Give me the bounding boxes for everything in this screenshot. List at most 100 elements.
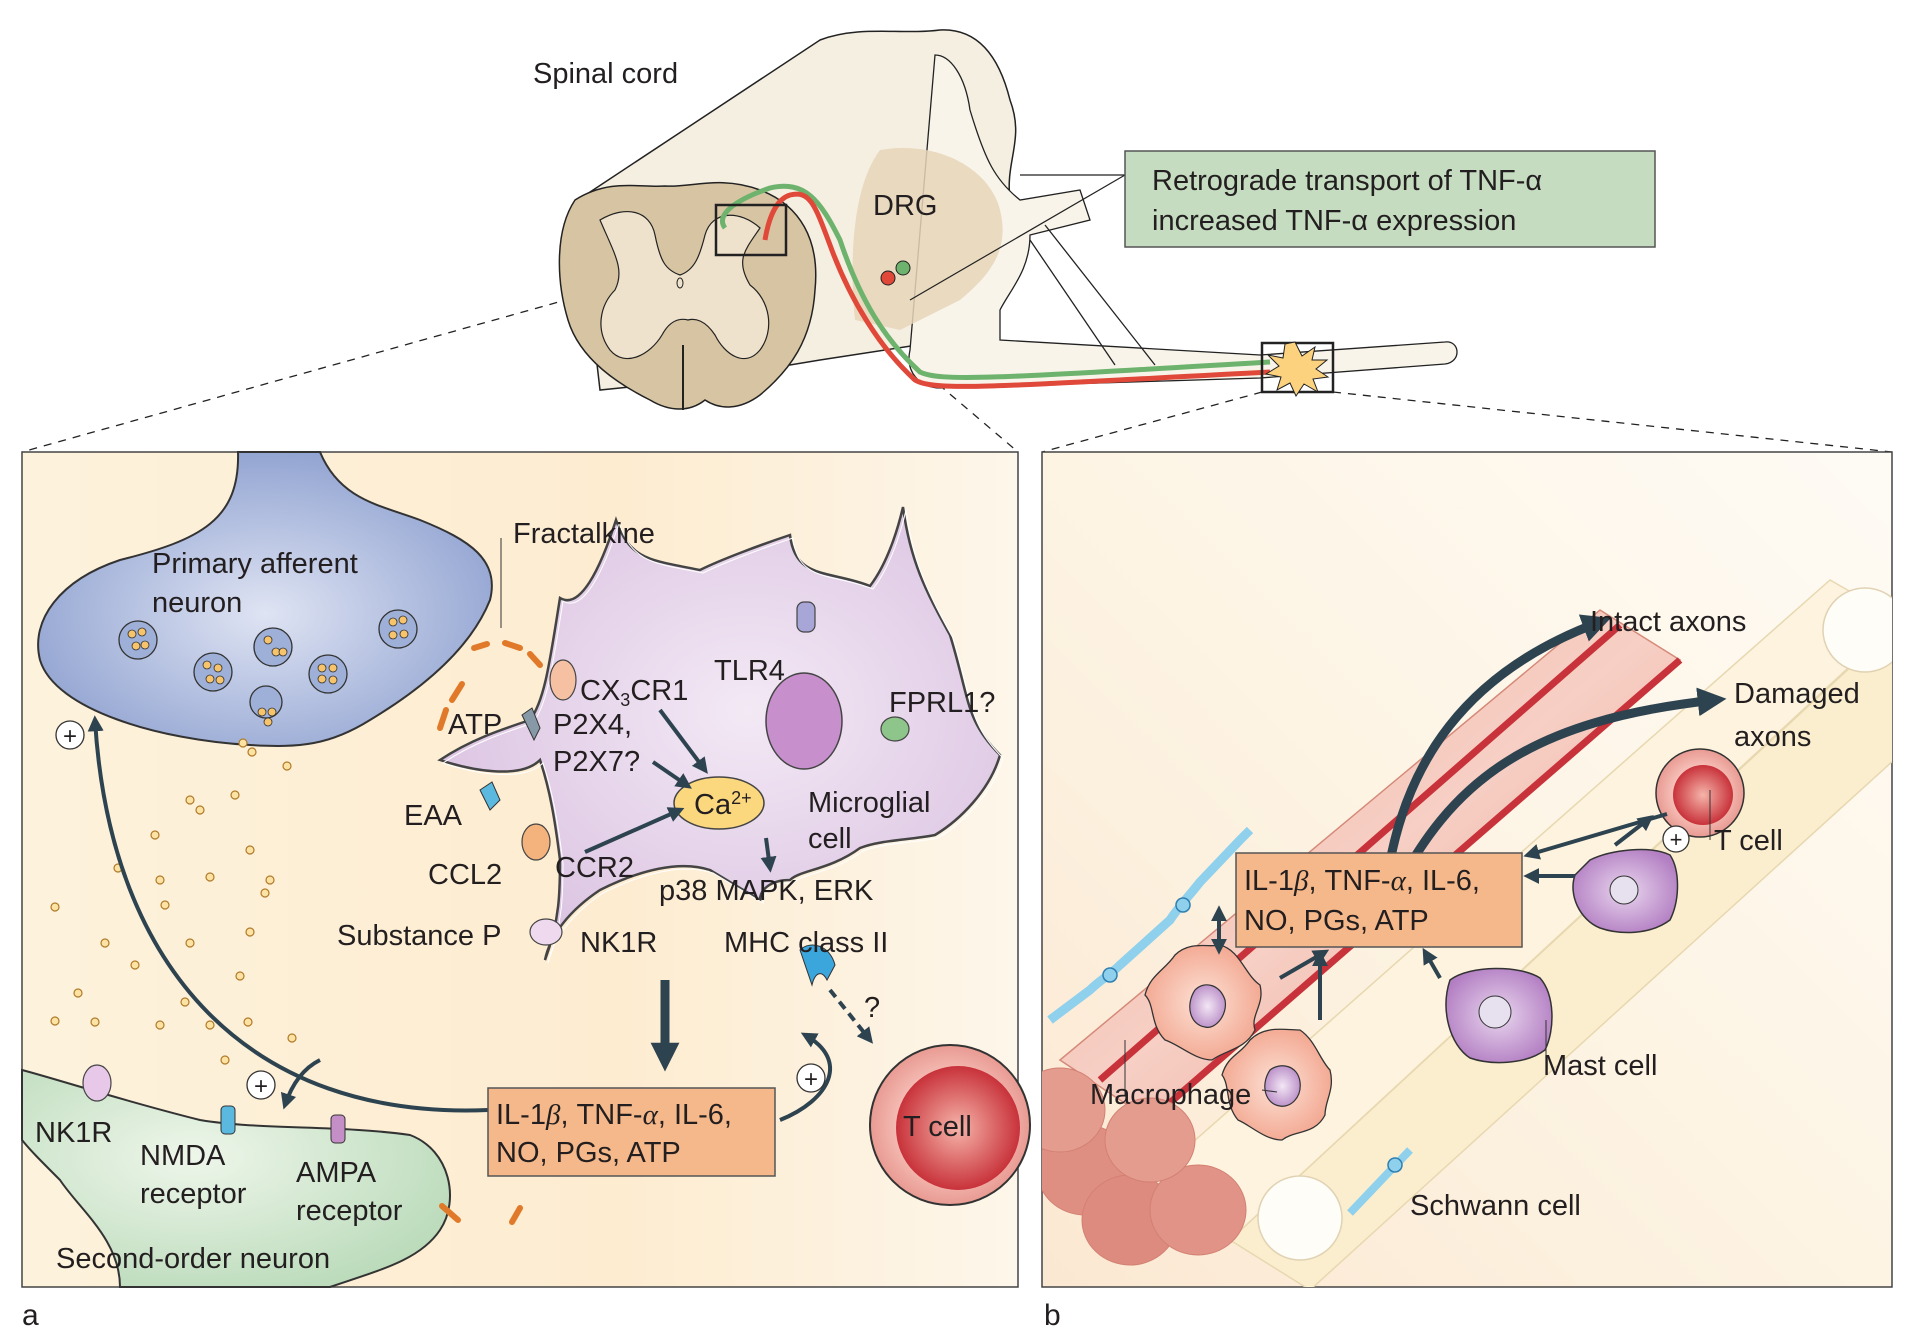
primary-neuron-label-1: Primary afferent	[152, 548, 358, 580]
nmda-label-2: receptor	[140, 1178, 247, 1210]
mhc-label: MHC class II	[724, 927, 888, 959]
primary-neuron-label-2: neuron	[152, 587, 242, 619]
nerve-root-line	[1029, 239, 1116, 366]
fractalkine-fragment	[509, 1205, 523, 1225]
plus-badge: +	[1662, 825, 1690, 853]
feedback-arrow-primary	[87, 715, 489, 1113]
nk1r-microglia-receptor	[529, 918, 563, 946]
arrow-to-intact-axons	[1380, 614, 1611, 896]
drg-label: DRG	[873, 190, 937, 222]
cytokine-box-a	[487, 1087, 776, 1177]
intact-axons-label: Intact axons	[1590, 606, 1746, 638]
transmitter-dots	[50, 738, 297, 1065]
grey-matter	[599, 211, 770, 360]
t-cell-b-inner	[1673, 765, 1733, 825]
red-fiber	[762, 191, 1271, 389]
callout-line-1: Retrograde transport of TNF-α	[1152, 165, 1542, 197]
damaged-axons-label-2: axons	[1734, 721, 1811, 753]
overview: Retrograde transport of TNF-α increased …	[21, 29, 1893, 453]
spinal-cord-label: Spinal cord	[533, 58, 678, 90]
mast-cell-nucleus	[1478, 995, 1512, 1029]
svg-text:+: +	[254, 1073, 268, 1100]
cytokine-box-b	[1235, 852, 1523, 948]
schwann-cell-label: Schwann cell	[1410, 1190, 1581, 1222]
tlr4-label: TLR4	[714, 655, 785, 687]
macrophage-nucleus	[1264, 1065, 1301, 1107]
nmda-receptor-icon	[220, 1105, 236, 1135]
atp-label: ATP	[448, 709, 502, 741]
macrophage-leader	[1261, 1089, 1278, 1093]
ampa-label-1: AMPA	[296, 1157, 377, 1189]
ampa-label-2: receptor	[296, 1195, 403, 1227]
ccl2-label: CCL2	[428, 859, 502, 891]
cx3cr1-receptor	[549, 659, 577, 701]
cytokine-line-2: NO, PGs, ATP	[496, 1137, 681, 1169]
central-canal	[676, 277, 684, 289]
dorsal-horn-box	[714, 203, 788, 257]
fprl1-receptor	[880, 716, 910, 742]
panel-b-letter: b	[1044, 1299, 1061, 1332]
injury-starburst-icon	[1264, 341, 1330, 398]
fprl1-label: FPRL1?	[889, 687, 995, 719]
nk1r-microglia-label: NK1R	[580, 927, 657, 959]
microglia-nucleus	[765, 672, 843, 770]
nk1r-neuron-label: NK1R	[35, 1117, 112, 1149]
mast-cell-label: Mast cell	[1543, 1050, 1657, 1082]
p2x4-label: P2X4,	[553, 709, 632, 741]
p38-label: p38 MAPK, ERK	[659, 875, 874, 907]
cytokine-b-line-2: NO, PGs, ATP	[1244, 905, 1429, 937]
t-cell-label-a: T cell	[903, 1111, 972, 1143]
mhc-class-ii-receptor	[799, 944, 836, 987]
microglial-membrane-inner	[441, 509, 1004, 964]
nk1r-neuron-receptor	[82, 1064, 112, 1102]
nerve-root-line	[1044, 224, 1156, 366]
panel-b-signal-arrows	[1278, 812, 1668, 1020]
microglial-label-1: Microglial	[808, 787, 930, 819]
cx3cr1-label: CX3CR1	[580, 675, 688, 710]
panel-a: + + + IL-1β, TNF-α, IL-6, NO, PGs, ATP P…	[21, 451, 1031, 1332]
red-cell-body	[880, 270, 896, 286]
green-cell-body	[895, 260, 911, 276]
fractalkine-fragment	[439, 1203, 461, 1223]
cytokine-b-line-1: IL-1β, TNF-α, IL-6,	[1244, 865, 1480, 897]
eaa-receptor	[479, 781, 501, 811]
svg-text:+: +	[1670, 827, 1683, 852]
cytokine-line-1: IL-1β, TNF-α, IL-6,	[496, 1099, 732, 1131]
ampa-receptor-icon	[330, 1114, 346, 1144]
question-mark: ?	[864, 992, 880, 1024]
panel-b: + IL-1β, TNF-α, IL-6, NO, PGs, ATP Intac…	[1041, 451, 1893, 1332]
panel-a-letter: a	[22, 1299, 39, 1332]
t-cell-inner	[896, 1066, 1020, 1190]
ccr2-receptor	[521, 823, 551, 861]
callout-box	[1124, 150, 1656, 248]
substance-p-label: Substance P	[337, 920, 501, 952]
primary-afferent-neuron	[37, 451, 493, 747]
t-cell-b-label: T cell	[1714, 825, 1783, 857]
vesicles	[118, 609, 418, 727]
fractalkine-chain	[437, 640, 543, 731]
callout-pointer	[909, 174, 1126, 301]
svg-text:+: +	[804, 1066, 818, 1093]
feedback-arrow-microglia	[779, 1032, 833, 1122]
microglial-label-2: cell	[808, 823, 852, 855]
green-fiber	[720, 183, 1271, 380]
microglial-cell	[437, 506, 1002, 961]
nmda-label-1: NMDA	[140, 1140, 226, 1172]
feedback-arrow-second-order	[280, 1058, 321, 1110]
tlr4-receptor	[796, 601, 816, 633]
damaged-axons-label-1: Damaged	[1734, 678, 1860, 710]
p2x-receptor	[521, 707, 541, 742]
calcium-label: Ca2+	[694, 788, 752, 821]
microglia-signal-arrows	[584, 708, 777, 873]
plus-badge: +	[55, 720, 85, 750]
eaa-label: EAA	[404, 800, 463, 832]
antigen-presentation-arrow	[828, 988, 873, 1044]
plus-badge: +	[796, 1063, 826, 1093]
macrophage-nucleus	[1189, 984, 1227, 1028]
schwann-cell-icon	[1047, 826, 1254, 1024]
mast-cell-nucleus	[1609, 875, 1639, 905]
schwann-cell-icon	[1347, 1147, 1413, 1216]
fractalkine-label: Fractalkine	[513, 518, 655, 550]
p2x7-label: P2X7?	[553, 746, 640, 778]
